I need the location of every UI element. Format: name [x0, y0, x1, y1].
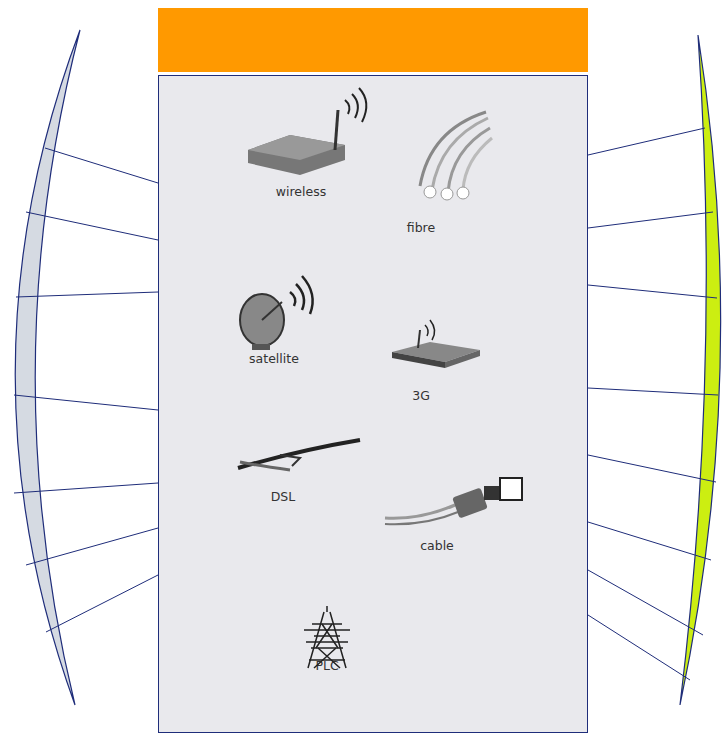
- cable-connector-icon: [385, 478, 522, 524]
- medium-label: cable: [420, 538, 454, 553]
- plc-tower-icon: [304, 606, 350, 668]
- medium-label: wireless: [276, 184, 326, 199]
- dsl-cable-icon: [238, 440, 360, 470]
- panel-box: wireless fibre satellite 3G DSL cablePLC: [158, 75, 588, 733]
- medium-label: satellite: [249, 351, 299, 366]
- medium-label: 3G: [412, 388, 430, 403]
- right-leader-lines: [588, 128, 718, 680]
- medium-label: fibre: [407, 220, 435, 235]
- fibre-icon: [420, 112, 492, 200]
- satellite-dish-icon: [240, 276, 313, 350]
- medium-label: PLC: [315, 658, 338, 673]
- 3g-router-icon: [392, 320, 480, 368]
- left-leader-lines: [14, 148, 158, 632]
- wireless-router-icon: [248, 88, 366, 175]
- right-bracket: [680, 35, 721, 705]
- left-bracket: [15, 30, 80, 705]
- header-bar: [158, 8, 588, 72]
- medium-label: DSL: [271, 489, 296, 504]
